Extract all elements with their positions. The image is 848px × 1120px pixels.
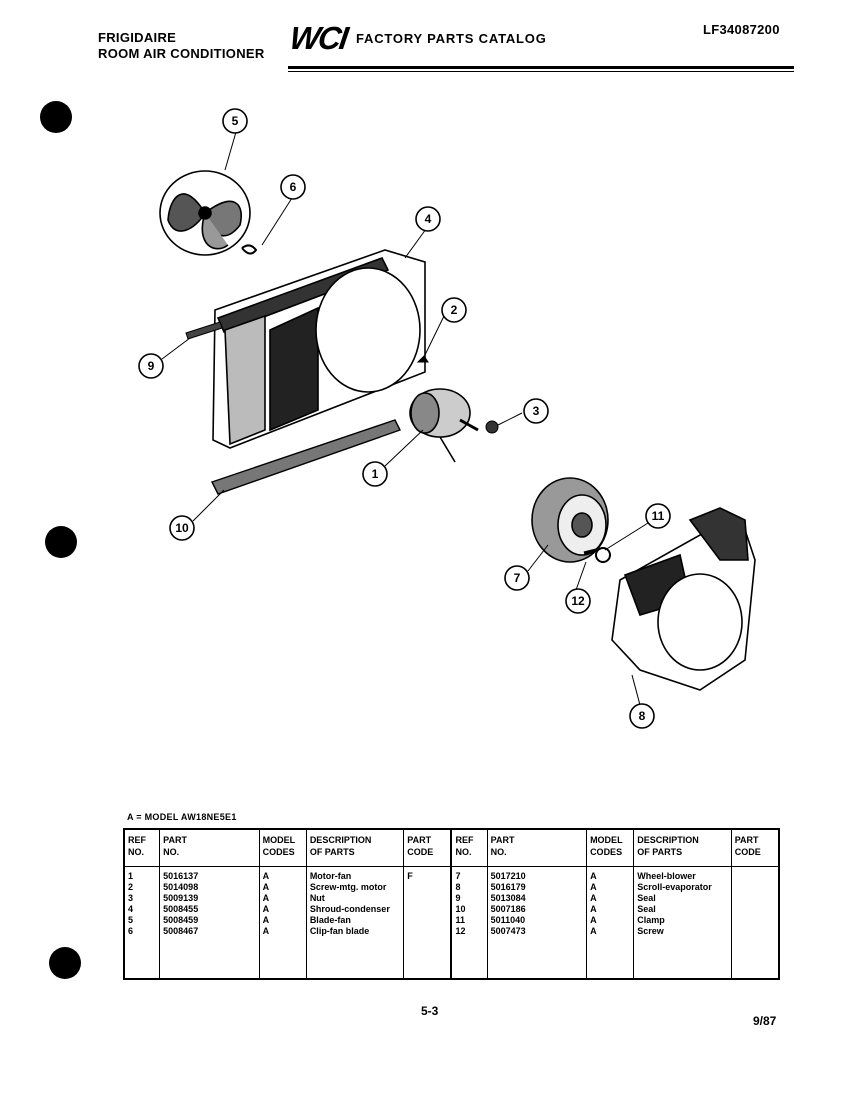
brand-block: FRIGIDAIRE ROOM AIR CONDITIONER [98,30,265,62]
binder-hole-top [40,101,72,133]
blower-wheel-drawing [531,477,609,563]
nut-drawing [485,420,499,434]
model-note: A = MODEL AW18NE5E1 [127,812,237,822]
screw-drawing [416,355,429,363]
svg-text:7: 7 [514,571,521,585]
binder-hole-middle [45,526,77,558]
callout-8: 8 [629,703,655,729]
svg-text:11: 11 [652,509,665,523]
svg-text:2: 2 [451,303,458,317]
callout-6: 6 [280,174,306,200]
svg-text:5: 5 [232,114,239,128]
svg-text:12: 12 [571,594,585,608]
svg-text:1: 1 [372,467,379,481]
svg-text:10: 10 [175,521,189,535]
catalog-date: 9/87 [753,1014,777,1028]
svg-text:6: 6 [290,180,297,194]
callout-9: 9 [138,353,164,379]
svg-text:8: 8 [639,709,646,723]
callout-4: 4 [415,206,441,232]
fan-blade-drawing [159,170,251,256]
catalog-title: FACTORY PARTS CATALOG [356,31,547,46]
brand-name: FRIGIDAIRE [98,30,177,45]
shroud-condenser-drawing [212,249,426,449]
callout-1: 1 [362,461,388,487]
callout-7: 7 [504,565,530,591]
page-number: 5-3 [421,1004,439,1018]
binder-hole-bottom [49,947,81,979]
svg-text:9: 9 [148,359,155,373]
callout-10: 10 [169,515,195,541]
leader-lines [161,131,649,706]
svg-text:3: 3 [533,404,540,418]
screw-small-drawing [583,548,597,555]
callout-2: 2 [441,297,467,323]
svg-text:4: 4 [425,212,432,226]
catalog-number: LF34087200 [703,22,780,37]
callout-3: 3 [523,398,549,424]
header-rule-thin [288,71,794,72]
scroll-evaporator-drawing [611,507,756,691]
clamp-drawing [595,547,611,563]
clip-drawing [241,244,258,255]
rail-bottom-drawing [211,419,401,495]
product-line: ROOM AIR CONDITIONER [98,46,265,61]
callout-12: 12 [565,588,591,614]
rail-top-drawing [185,321,223,340]
motor-drawing [409,388,479,463]
callout-11: 11 [645,503,671,529]
left-code-cell: F [403,866,452,979]
header-rule-thick [288,66,794,69]
callout-5: 5 [222,108,248,134]
right-code-cell [730,866,779,979]
